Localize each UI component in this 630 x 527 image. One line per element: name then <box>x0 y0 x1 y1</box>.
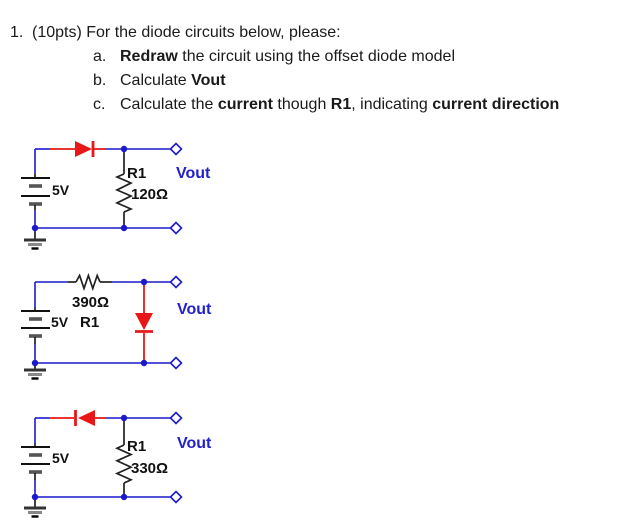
output-terminal-bottom <box>169 490 183 504</box>
problem-item-a: a. Redraw the circuit using the offset di… <box>10 45 559 69</box>
circuit-3-ground-icon <box>24 497 46 518</box>
problem-item-c: c. Calculate the current though R1, indic… <box>10 93 559 117</box>
circuit-1-diode-icon <box>50 141 105 157</box>
output-terminal-bottom <box>169 356 183 370</box>
item-c-text-bold-2: R1 <box>330 96 352 113</box>
circuit-2-diagram: 390Ω 5V R1 Vout <box>21 272 212 380</box>
resistor-value-label: 330Ω <box>131 460 168 477</box>
circuit-1-diagram: 5V R1 120Ω Vout <box>21 141 211 250</box>
junction-dot <box>31 224 39 232</box>
item-b-text: Calculate <box>120 72 192 89</box>
problem-number: 1. <box>10 24 24 41</box>
vout-label: Vout <box>177 435 212 452</box>
item-c-text-1: Calculate the <box>120 96 218 113</box>
item-c-text-bold-3: current direction <box>432 96 560 113</box>
circuit-3-diagram: 5V R1 330Ω Vout <box>21 410 212 518</box>
output-terminal-top <box>169 275 183 289</box>
circuit-1-battery-icon <box>21 174 50 210</box>
vout-label: Vout <box>177 301 212 318</box>
circuit-2-resistor-icon <box>68 272 112 292</box>
problem-intro: (10pts) For the diode circuits below, pl… <box>32 24 341 41</box>
resistor-name-label: R1 <box>80 314 99 331</box>
junction-dot <box>140 359 148 367</box>
item-c-letter: c. <box>93 96 106 113</box>
circuit-3-battery-icon <box>21 443 50 480</box>
problem-statement: 1. (10pts) For the diode circuits below, … <box>10 21 559 117</box>
circuit-1-ground-icon <box>24 228 46 250</box>
battery-voltage-label: 5V <box>52 182 70 198</box>
output-terminal-top <box>169 142 183 156</box>
output-terminal-bottom <box>169 221 183 235</box>
output-terminal-top <box>169 411 183 425</box>
junction-dot <box>120 493 128 501</box>
item-b-letter: b. <box>93 72 107 89</box>
circuit-1-resistor-icon <box>114 149 134 225</box>
item-c-text-bold-1: current <box>217 96 273 113</box>
item-b-text-bold: Vout <box>191 72 226 89</box>
circuit-2-battery-icon <box>21 307 50 344</box>
junction-dot <box>120 145 128 153</box>
problem-item-b: b. Calculate Vout <box>10 69 559 93</box>
junction-dot <box>120 414 128 422</box>
resistor-name-label: R1 <box>127 165 146 182</box>
circuit-3-wires <box>34 417 171 498</box>
junction-dot <box>31 359 39 367</box>
item-c-text-2: though <box>272 96 331 113</box>
item-a-letter: a. <box>93 48 107 65</box>
circuit-2-ground-icon <box>24 363 46 380</box>
item-a-text: the circuit using the offset diode model <box>177 48 455 65</box>
battery-voltage-label: 5V <box>52 450 70 466</box>
item-c-text-3: , indicating <box>351 96 433 113</box>
junction-dot <box>120 224 128 232</box>
problem-intro-line: 1. (10pts) For the diode circuits below, … <box>10 21 559 45</box>
vout-label: Vout <box>176 165 211 182</box>
junction-dot <box>31 493 39 501</box>
resistor-value-label: 390Ω <box>72 294 109 311</box>
resistor-value-label: 120Ω <box>131 186 168 203</box>
item-a-text-bold: Redraw <box>120 48 178 65</box>
circuit-1-wires <box>34 148 171 229</box>
circuit-3-resistor-icon <box>114 418 134 494</box>
circuit-3-diode-icon <box>50 410 105 426</box>
battery-voltage-label: 5V <box>51 314 69 330</box>
resistor-name-label: R1 <box>127 438 146 455</box>
circuit-2-diode-icon <box>135 284 153 363</box>
junction-dot <box>140 278 148 286</box>
